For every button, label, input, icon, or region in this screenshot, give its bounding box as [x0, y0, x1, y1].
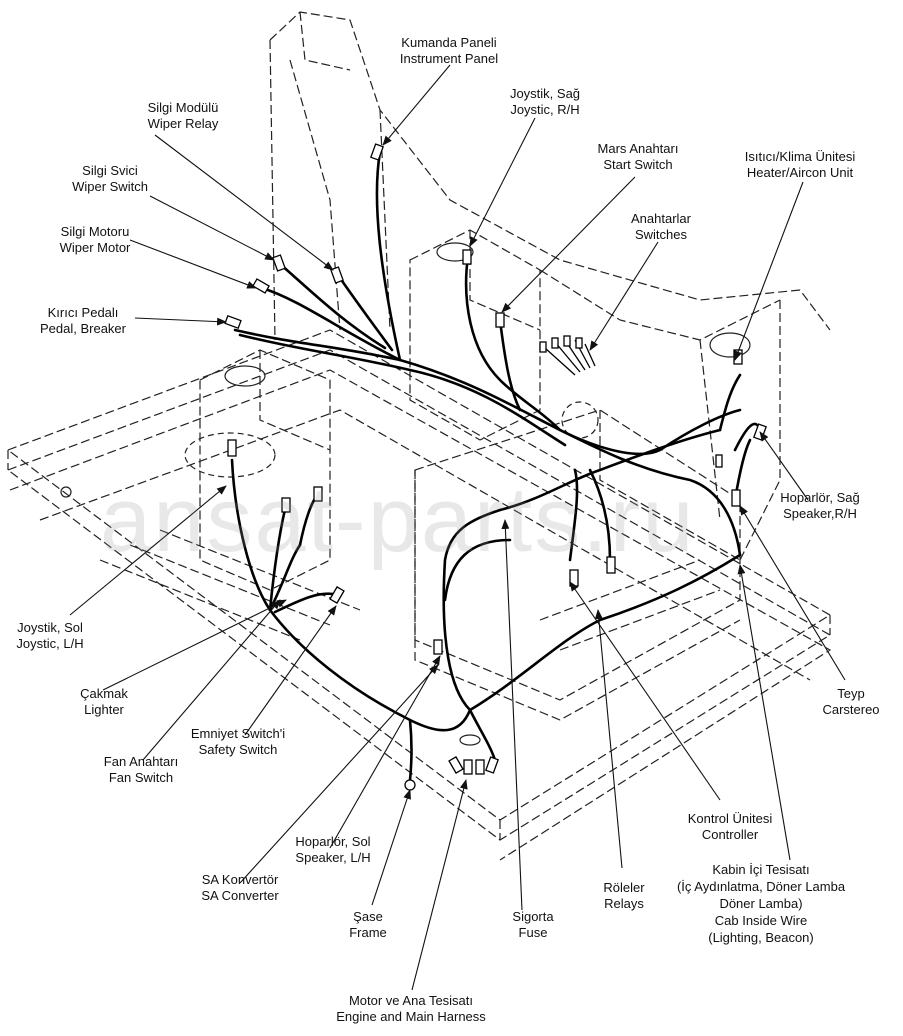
switch-connector-bundle [539, 335, 596, 376]
engine-connector-bundle [404, 756, 499, 791]
wiring-harness [230, 150, 762, 782]
label-cab-inside-wire: Kabin İçi Tesisatı (İç Aydınlatma, Döner… [676, 862, 846, 945]
frame-holes [60, 242, 751, 746]
leader-lines [69, 64, 846, 991]
cab-frame-outline [6, 11, 832, 861]
watermark: ansat-parts.ru [100, 469, 696, 571]
